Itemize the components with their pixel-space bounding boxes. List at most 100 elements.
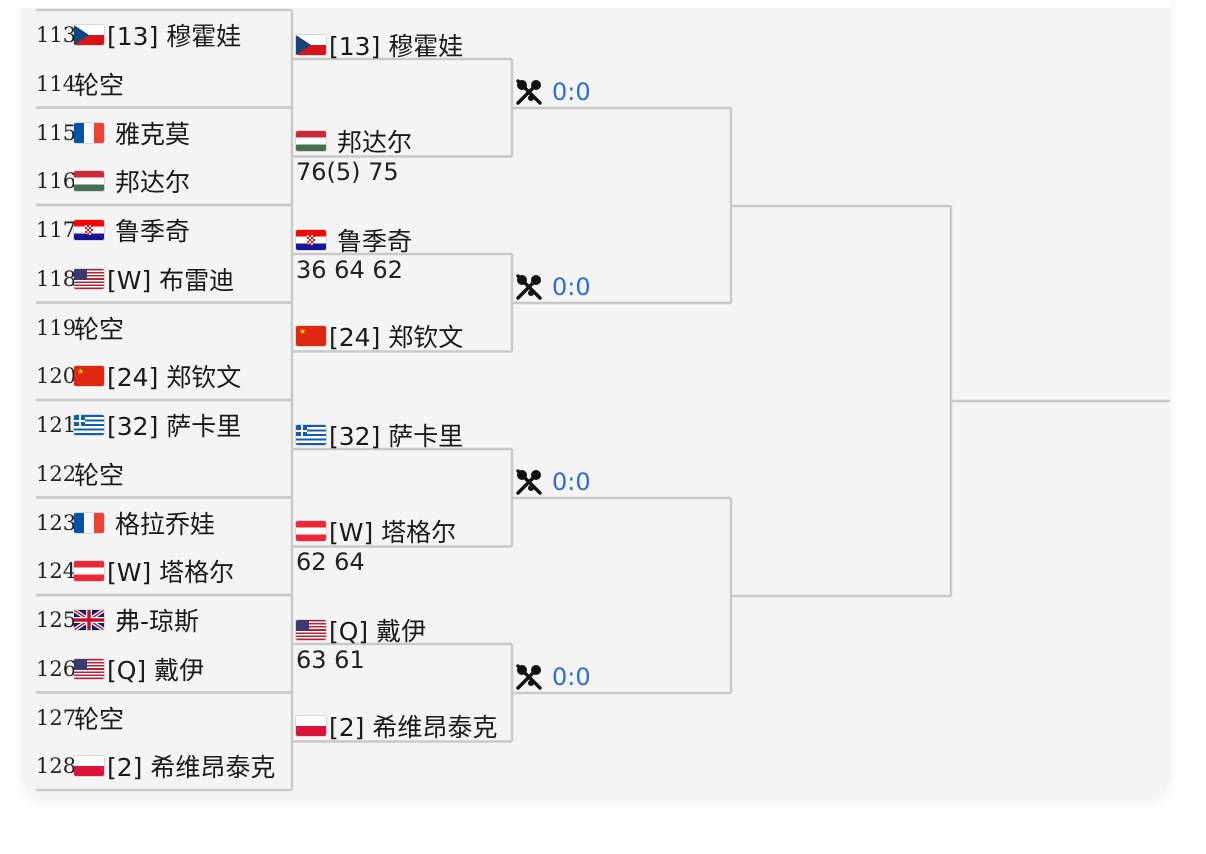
player-name[interactable]: 弗-琼斯 bbox=[107, 607, 199, 636]
player-name[interactable]: 鲁季奇 bbox=[329, 227, 412, 256]
player-name[interactable]: 邦达尔 bbox=[329, 128, 412, 157]
draw-number: 115 bbox=[36, 120, 77, 145]
draw-number: 119 bbox=[36, 315, 77, 340]
round1-slot[interactable]: 123 格拉乔娃 bbox=[36, 500, 215, 546]
croatia-flag-icon bbox=[296, 230, 326, 250]
player-name[interactable]: 雅克莫 bbox=[107, 119, 190, 149]
draw-number: 124 bbox=[36, 559, 77, 584]
player-name[interactable]: [Q] 戴伊 bbox=[107, 655, 205, 685]
draw-number: 114 bbox=[36, 71, 77, 96]
round1-slot[interactable]: 118 [W] 布雷迪 bbox=[36, 256, 234, 302]
head-to-head-record: 0:0 bbox=[552, 468, 591, 496]
round2-slot[interactable]: [13] 穆霍娃 bbox=[296, 25, 463, 65]
match-score: 36 64 62 bbox=[296, 256, 403, 284]
head-to-head-record: 0:0 bbox=[552, 78, 591, 106]
draw-number: 117 bbox=[36, 218, 77, 242]
austria-flag-icon bbox=[74, 561, 104, 582]
player-name[interactable]: 邦达尔 bbox=[107, 168, 190, 198]
player-name[interactable]: [W] 布雷迪 bbox=[107, 265, 235, 295]
round2-slot[interactable]: [Q] 戴伊 bbox=[296, 610, 426, 650]
player-name[interactable]: [Q] 戴伊 bbox=[329, 617, 427, 646]
round2-slot[interactable]: 鲁季奇 bbox=[296, 220, 412, 260]
player-name[interactable]: [32] 萨卡里 bbox=[107, 412, 242, 441]
france-flag-icon bbox=[74, 122, 104, 143]
poland-flag-icon bbox=[74, 756, 104, 777]
head-to-head-link[interactable]: 0:0 bbox=[514, 269, 591, 305]
china-flag-icon: ★ bbox=[296, 326, 326, 346]
crossed-rackets-icon bbox=[514, 77, 552, 107]
draw-number: 113 bbox=[36, 23, 77, 47]
match-score: 63 61 bbox=[296, 646, 365, 674]
draw-number: 128 bbox=[36, 754, 77, 779]
head-to-head-record: 0:0 bbox=[552, 663, 591, 691]
player-name[interactable]: [2] 希维昂泰克 bbox=[329, 713, 498, 742]
round2-slot[interactable]: 邦达尔 bbox=[296, 121, 412, 161]
crossed-rackets-icon bbox=[514, 272, 552, 302]
round1-slot[interactable]: 121 [32] 萨卡里 bbox=[36, 402, 241, 448]
draw-number: 120 bbox=[36, 364, 77, 389]
crossed-rackets-icon bbox=[514, 467, 552, 497]
usa-flag-icon bbox=[296, 620, 326, 640]
player-name[interactable]: 轮空 bbox=[74, 704, 125, 734]
player-name[interactable]: [32] 萨卡里 bbox=[329, 422, 464, 451]
draw-number: 122 bbox=[36, 461, 77, 486]
head-to-head-link[interactable]: 0:0 bbox=[514, 464, 591, 500]
player-name[interactable]: [24] 郑钦文 bbox=[329, 323, 464, 352]
china-flag-icon: ★ bbox=[74, 366, 104, 387]
france-flag-icon bbox=[74, 512, 104, 533]
player-name[interactable]: 格拉乔娃 bbox=[107, 509, 215, 539]
usa-flag-icon bbox=[74, 658, 104, 679]
round2-slot[interactable]: [W] 塔格尔 bbox=[296, 511, 456, 551]
round1-slot[interactable]: 125 弗-琼斯 bbox=[36, 597, 199, 643]
draw-number: 121 bbox=[36, 413, 77, 437]
round1-slot[interactable]: 120★[24] 郑钦文 bbox=[36, 353, 241, 399]
round1-slot[interactable]: 116 邦达尔 bbox=[36, 158, 190, 204]
player-name[interactable]: [2] 希维昂泰克 bbox=[107, 753, 276, 783]
draw-number: 116 bbox=[36, 169, 77, 194]
draw-number: 127 bbox=[36, 705, 77, 730]
draw-number: 118 bbox=[36, 266, 77, 291]
croatia-flag-icon bbox=[74, 220, 104, 240]
hungary-flag-icon bbox=[296, 131, 326, 151]
top-divider bbox=[0, 0, 1170, 8]
player-name[interactable]: [24] 郑钦文 bbox=[107, 363, 242, 393]
czech-flag-icon bbox=[296, 35, 326, 55]
player-name[interactable]: [W] 塔格尔 bbox=[329, 518, 457, 547]
draw-number: 123 bbox=[36, 510, 77, 535]
player-name[interactable]: 轮空 bbox=[74, 314, 125, 344]
player-name[interactable]: [13] 穆霍娃 bbox=[329, 32, 464, 61]
player-name[interactable]: 轮空 bbox=[74, 460, 125, 490]
head-to-head-link[interactable]: 0:0 bbox=[514, 659, 591, 695]
round2-slot[interactable]: [32] 萨卡里 bbox=[296, 415, 463, 455]
czech-flag-icon bbox=[74, 25, 104, 45]
round1-slot[interactable]: 128 [2] 希维昂泰克 bbox=[36, 743, 275, 789]
crossed-rackets-icon bbox=[514, 662, 552, 692]
head-to-head-link[interactable]: 0:0 bbox=[514, 74, 591, 110]
draw-number: 125 bbox=[36, 608, 77, 632]
player-name[interactable]: 鲁季奇 bbox=[107, 217, 190, 246]
draw-number: 126 bbox=[36, 656, 77, 681]
round2-slot[interactable]: ★[24] 郑钦文 bbox=[296, 316, 463, 356]
greece-flag-icon bbox=[296, 425, 326, 445]
round2-slot[interactable]: [2] 希维昂泰克 bbox=[296, 706, 497, 746]
player-name[interactable]: 轮空 bbox=[74, 70, 125, 100]
round1-slot[interactable]: 124 [W] 塔格尔 bbox=[36, 548, 234, 594]
round1-slot[interactable]: 117 鲁季奇 bbox=[36, 207, 190, 253]
round1-slot[interactable]: 126 [Q] 戴伊 bbox=[36, 646, 204, 692]
round1-slot[interactable]: 113 [13] 穆霍娃 bbox=[36, 12, 241, 58]
round1-slot[interactable]: 115 雅克莫 bbox=[36, 110, 190, 156]
head-to-head-record: 0:0 bbox=[552, 273, 591, 301]
poland-flag-icon bbox=[296, 716, 326, 736]
greece-flag-icon bbox=[74, 415, 104, 435]
player-name[interactable]: [W] 塔格尔 bbox=[107, 558, 235, 588]
hungary-flag-icon bbox=[74, 171, 104, 192]
uk-flag-icon bbox=[74, 610, 104, 630]
match-score: 62 64 bbox=[296, 548, 365, 576]
usa-flag-icon bbox=[74, 268, 104, 289]
player-name[interactable]: [13] 穆霍娃 bbox=[107, 22, 242, 51]
